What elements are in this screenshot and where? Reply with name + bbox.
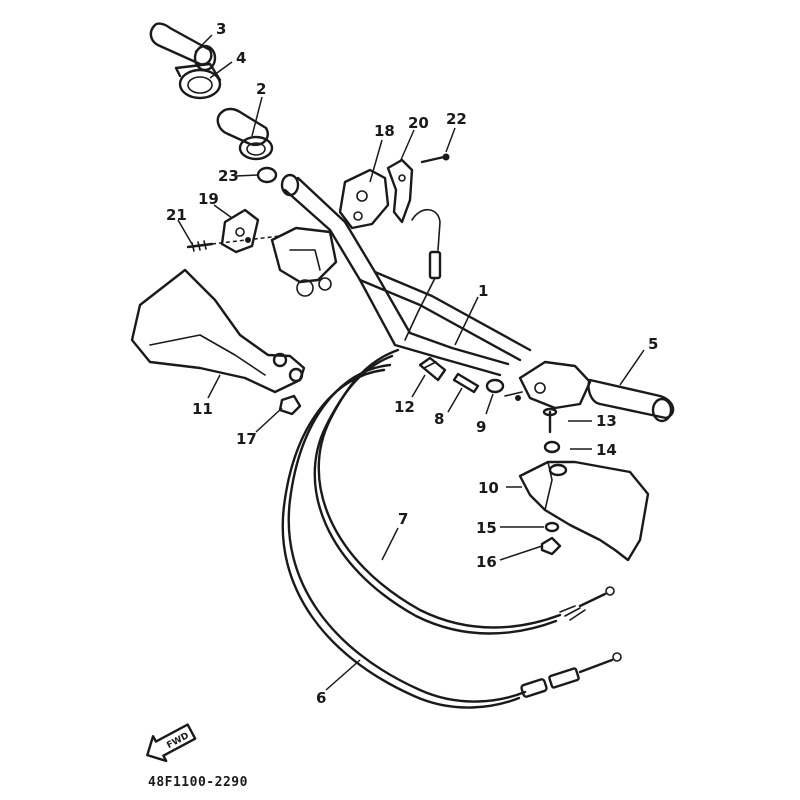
callout-17: 17 bbox=[236, 430, 257, 448]
screw-21 bbox=[186, 235, 281, 252]
handguard-right bbox=[518, 460, 650, 562]
throttle-grip-sleeve bbox=[216, 107, 274, 161]
screw-22 bbox=[420, 153, 450, 164]
callout-11: 11 bbox=[192, 400, 213, 418]
bolt-13 bbox=[542, 407, 558, 434]
lever-holder-right bbox=[504, 360, 592, 410]
throttle-cable-7 bbox=[313, 348, 615, 635]
callout-20: 20 bbox=[408, 114, 429, 132]
callout-9: 9 bbox=[476, 418, 486, 436]
right-grip bbox=[587, 378, 675, 423]
callout-15: 15 bbox=[476, 519, 497, 537]
switch-housing-18 bbox=[338, 168, 390, 230]
callout-8: 8 bbox=[434, 410, 444, 428]
leader-lines bbox=[177, 34, 645, 691]
clutch-cable-fitting bbox=[404, 208, 442, 341]
forward-direction-arrow-icon: FWD bbox=[146, 723, 197, 763]
washer-14 bbox=[543, 440, 561, 454]
collar bbox=[256, 166, 278, 184]
callout-1: 1 bbox=[478, 282, 488, 300]
adjuster-12 bbox=[418, 356, 447, 382]
callout-2: 2 bbox=[256, 80, 266, 98]
bracket-20 bbox=[386, 158, 414, 224]
callout-16: 16 bbox=[476, 553, 497, 571]
handguard-left bbox=[130, 268, 306, 394]
callout-labels: 3 4 2 23 18 20 22 19 21 1 5 11 17 12 8 9… bbox=[166, 20, 658, 707]
callout-5: 5 bbox=[648, 335, 658, 353]
callout-19: 19 bbox=[198, 190, 219, 208]
callout-13: 13 bbox=[596, 412, 617, 430]
callout-3: 3 bbox=[216, 20, 226, 38]
callout-6: 6 bbox=[316, 689, 326, 707]
nut-16 bbox=[540, 536, 562, 556]
callout-12: 12 bbox=[394, 398, 415, 416]
lever-holder-left bbox=[220, 208, 260, 254]
nut-17 bbox=[278, 394, 302, 416]
callout-23: 23 bbox=[218, 167, 239, 185]
diagram-part-number: 48F1100-2290 bbox=[148, 775, 248, 790]
left-grip bbox=[149, 22, 217, 72]
bolt-8 bbox=[452, 372, 480, 394]
callout-21: 21 bbox=[166, 206, 187, 224]
clutch-cable-6 bbox=[281, 363, 622, 709]
bar-clamp-housing bbox=[270, 226, 338, 297]
washer-15 bbox=[544, 521, 560, 533]
callout-10: 10 bbox=[478, 479, 499, 497]
callout-18: 18 bbox=[374, 122, 395, 140]
callout-22: 22 bbox=[446, 110, 467, 128]
callout-7: 7 bbox=[398, 510, 408, 528]
washer-9 bbox=[485, 378, 505, 394]
handlebar bbox=[280, 173, 532, 377]
callout-4: 4 bbox=[236, 49, 246, 67]
callout-14: 14 bbox=[596, 441, 617, 459]
grip-end-ring bbox=[174, 62, 222, 100]
